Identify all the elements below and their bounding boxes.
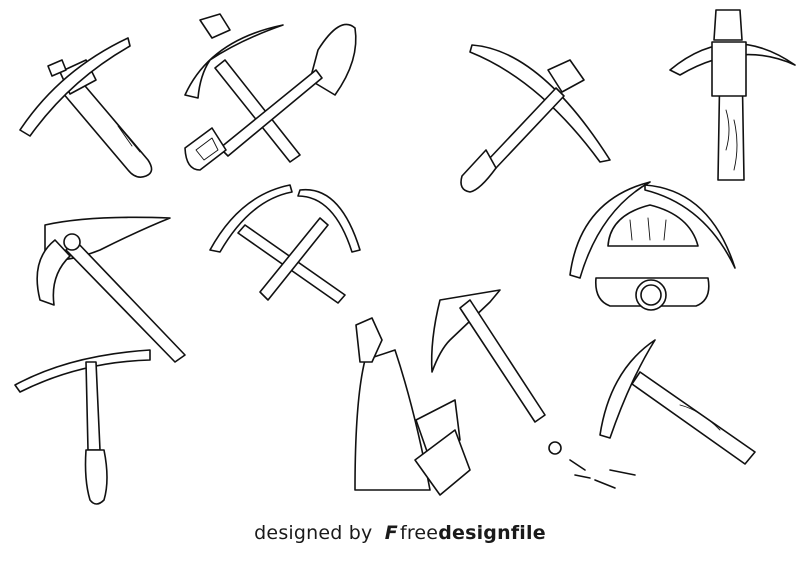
pickaxe-3-icon [460, 44, 611, 193]
pickaxe-4-icon [669, 9, 796, 181]
credit-prefix: designed by [254, 522, 373, 544]
crystals-pickaxe-icon [354, 289, 562, 496]
pickaxe-1-icon [19, 37, 153, 178]
helmet-pickaxes-icon [569, 181, 736, 311]
pickaxe-7-icon [569, 339, 756, 489]
pickaxe-6-icon [14, 349, 151, 505]
freedesignfile-logo-icon: F [384, 522, 398, 544]
credit-brand-bold: designfile [438, 522, 546, 544]
crossed-pickaxes-icon [209, 184, 361, 304]
pickaxe-5-icon [36, 216, 186, 363]
pickaxe-shovel-icon [184, 13, 357, 171]
credit-brand-light: free [399, 522, 439, 544]
